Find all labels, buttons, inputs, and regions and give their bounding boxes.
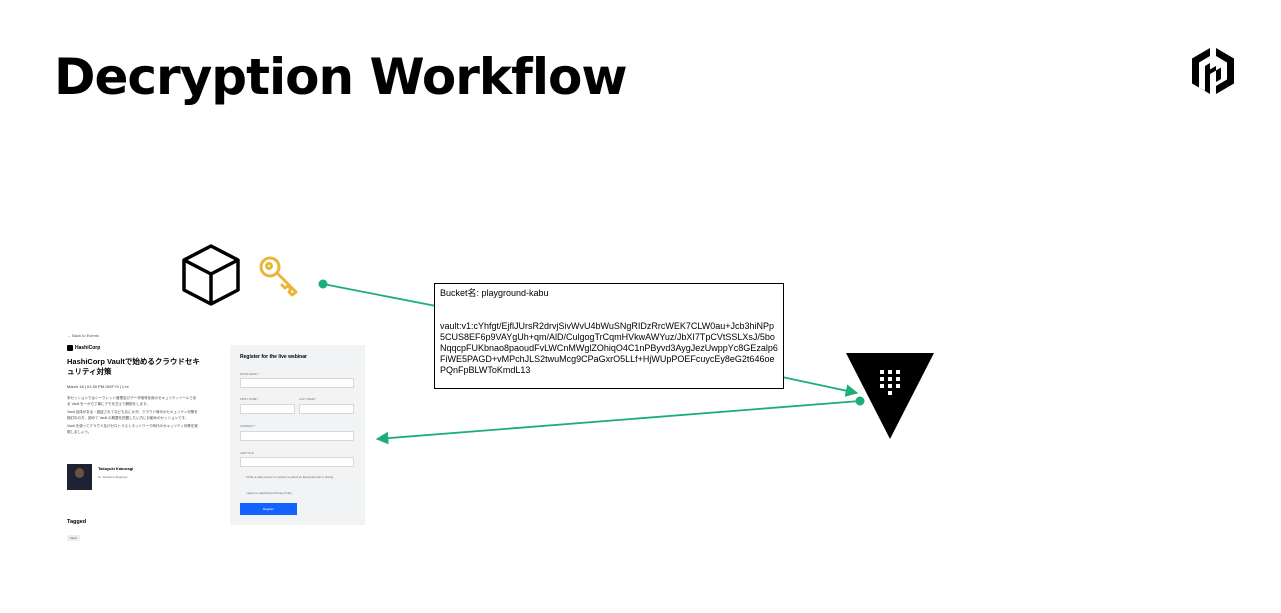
cube-icon [182, 244, 240, 306]
hashicorp-small-icon [67, 345, 73, 351]
desc-paragraph: Vault を使ってクラウド及びゼロトラストネットワーク時代のセキュリティ対策を… [67, 424, 198, 434]
last-name-label: LAST NAME * [299, 397, 317, 401]
first-name-field[interactable] [240, 404, 295, 414]
brand-label: HashiCorp [75, 345, 101, 351]
first-name-label: FIRST NAME * [240, 397, 259, 401]
work-email-field[interactable] [240, 378, 354, 388]
brand: HashiCorp [67, 345, 100, 351]
form-title: Register for the live webinar [240, 354, 307, 360]
privacy-checkbox[interactable]: I agree to HashiCorp's Privacy Policy [246, 491, 292, 495]
webinar-date: March 18 | 01:30 PM GMT+9 | 1 hr [67, 384, 129, 389]
back-link[interactable]: ← Back to Events [67, 333, 99, 338]
arrow-key-to-vault [318, 279, 859, 397]
page-title: Decryption Workflow [54, 48, 628, 106]
register-button[interactable]: Register [240, 503, 297, 515]
speaker-name: Takayuki Kaburagi [98, 466, 134, 471]
vault-ciphertext: vault:v1:cYhfgt/EjflJUrsR2drvjSivWvU4bWu… [440, 321, 778, 375]
arrow-vault-to-webpage [375, 396, 865, 445]
vault-icon [846, 353, 934, 439]
ciphertext-box: Bucket名: playground-kabu vault:v1:cYhfgt… [434, 283, 784, 389]
tag-chip[interactable]: Vault [67, 535, 80, 541]
speaker-avatar [67, 464, 92, 490]
desc-paragraph: 本セッションではシークレット管理及びデータ暗号化用のセキュリティツールである V… [67, 396, 197, 406]
company-field[interactable] [240, 431, 354, 441]
webinar-page-thumbnail: ← Back to Events HashiCorp HashiCorp Vau… [62, 330, 372, 550]
work-email-label: WORK EMAIL * [240, 372, 260, 376]
hashicorp-logo [1192, 48, 1234, 94]
registration-form: Register for the live webinar WORK EMAIL… [230, 345, 365, 525]
company-label: COMPANY * [240, 424, 256, 428]
last-name-field[interactable] [299, 404, 354, 414]
consent-checkbox[interactable]: I'd like a sales person to contact me ab… [246, 475, 334, 479]
webinar-heading: HashiCorp Vaultで始めるクラウドセキュリティ対策 [67, 357, 200, 376]
webinar-description: 本セッションではシークレット管理及びデータ暗号化用のセキュリティツールである V… [67, 396, 199, 438]
tagged-heading: Tagged [67, 519, 87, 525]
job-title-label: JOB TITLE [240, 451, 254, 455]
speaker-role: Sr. Solutions Engineer [98, 475, 128, 479]
job-title-field[interactable] [240, 457, 354, 467]
bucket-name: Bucket名: playground-kabu [440, 288, 549, 298]
key-icon [259, 256, 298, 297]
desc-paragraph: Vault 自体がある・認証されてなどもなにかが、クラウド時代のセキュリティ対策… [67, 410, 198, 420]
